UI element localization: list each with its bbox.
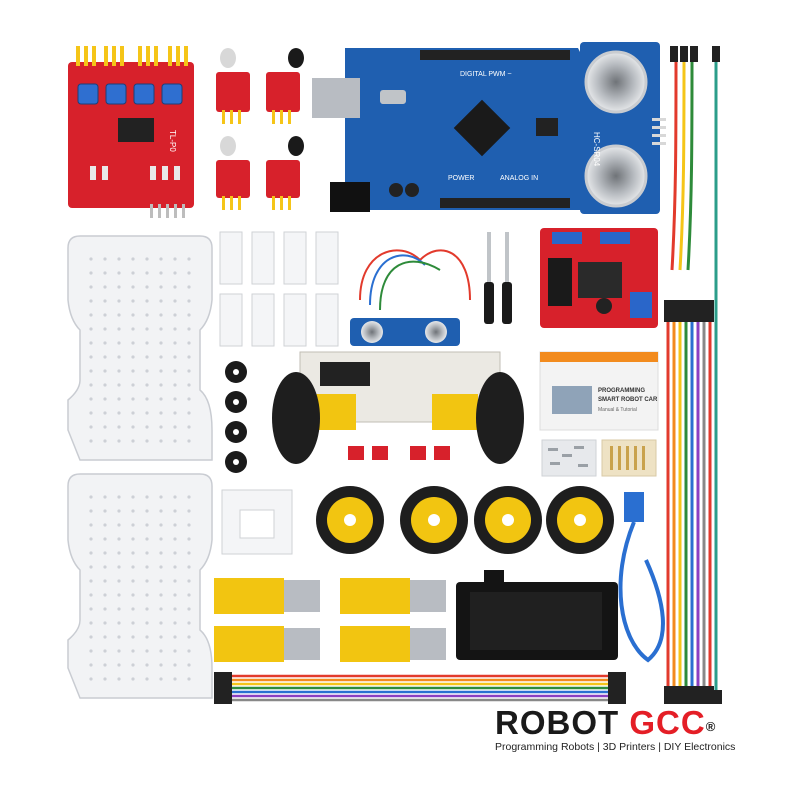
arduino-digital-label: DIGITAL PWM ~	[460, 71, 512, 78]
motor-driver-module	[540, 228, 658, 328]
brand-name: ROBOT GCC®	[495, 704, 795, 741]
ir-sensor-modules	[216, 48, 304, 210]
acrylic-chassis-top	[67, 235, 213, 461]
ultrasonic-sensor-module: HC-SR04	[580, 42, 666, 214]
booklet-subtitle: Manual & Tutorial	[598, 407, 637, 413]
acrylic-chassis-bottom	[67, 473, 213, 699]
brand-tagline: Programming Robots | 3D Printers | DIY E…	[495, 741, 736, 753]
dupont-ribbon-cable	[230, 674, 610, 702]
battery-box	[456, 570, 618, 660]
registered-mark: ®	[705, 719, 717, 734]
jumper-wire-bundle	[666, 59, 718, 690]
ribbon-connectors	[214, 672, 626, 704]
line-tracker-module: TL-P0	[68, 46, 194, 218]
brand-logo: ROBOT GCC® Programming Robots | 3D Print…	[495, 704, 795, 753]
booklet-title-line2: SMART ROBOT CAR	[598, 397, 658, 403]
brand-name-robot: ROBOT	[495, 704, 620, 741]
gear-motors	[214, 578, 446, 662]
acrylic-brackets	[219, 231, 339, 555]
arduino-analog-label: ANALOG IN	[500, 175, 538, 182]
screwdrivers	[484, 232, 512, 324]
usb-cable	[618, 492, 665, 663]
screw-packs	[541, 439, 657, 477]
wheels	[316, 486, 614, 554]
booklet-title-line1: PROGRAMMING	[598, 388, 645, 394]
arduino-uno-board: DIGITAL PWM ~ ANALOG IN POWER	[312, 48, 584, 212]
arduino-power-label: POWER	[448, 175, 474, 182]
ultrasonic-label: HC-SR04	[592, 132, 601, 167]
encoder-discs	[225, 361, 247, 473]
bracket-window	[239, 509, 275, 539]
brand-name-gcc: GCC	[629, 704, 706, 741]
jumper-wire-connectors	[664, 46, 722, 704]
tracker-label: TL-P0	[168, 130, 177, 152]
tutorial-booklet: PROGRAMMING SMART ROBOT CAR Manual & Tut…	[539, 351, 659, 431]
assembled-robot-car	[272, 249, 524, 464]
